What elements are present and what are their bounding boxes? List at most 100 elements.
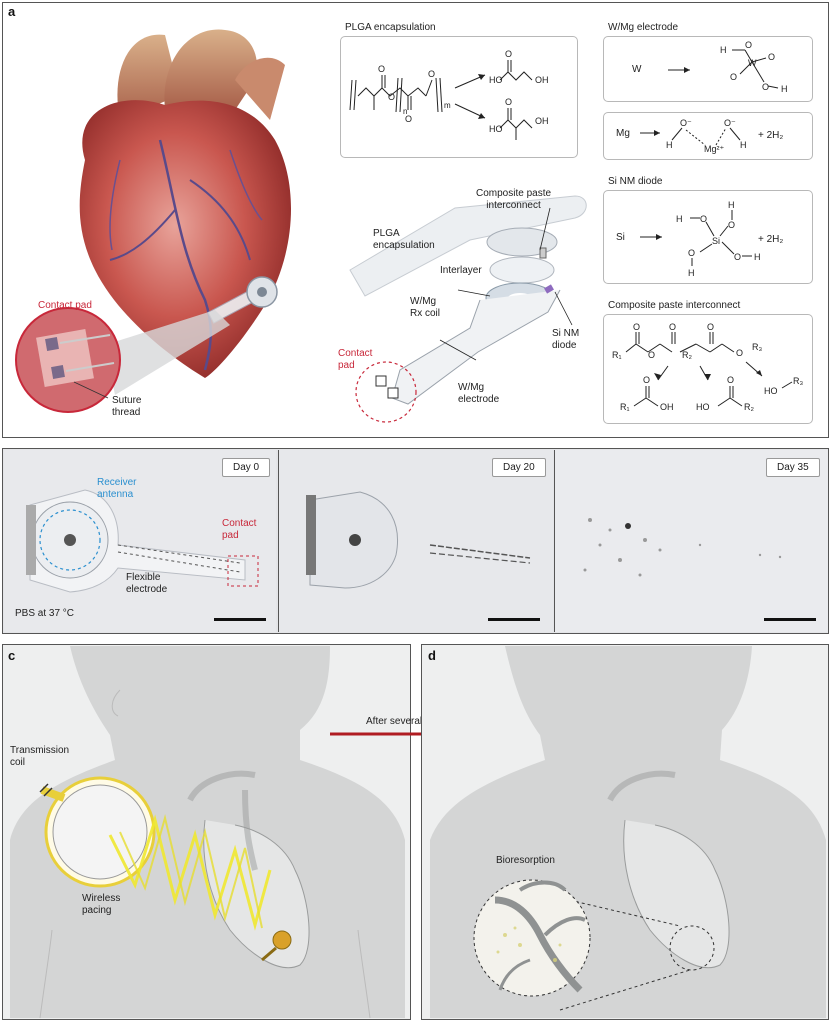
scale-bar-day20	[488, 618, 540, 621]
svg-text:H: H	[754, 252, 761, 262]
contact-pad-label: Contact pad	[38, 300, 92, 311]
interlayer-label: Interlayer	[440, 265, 482, 276]
si-nm-diode-label: Si NM diode	[552, 328, 580, 351]
svg-text:O: O	[688, 248, 695, 258]
plga-subscript-n: n	[403, 107, 408, 116]
svg-text:O: O	[762, 82, 769, 92]
svg-text:R₃: R₃	[752, 342, 762, 352]
scale-bar-day0	[214, 618, 266, 621]
svg-text:O: O	[405, 114, 412, 124]
svg-text:O: O	[745, 40, 752, 50]
pbs-condition-label: PBS at 37 °C	[15, 608, 75, 619]
contact-pad-exploded-label: Contact pad	[338, 348, 373, 371]
day20-badge: Day 20	[492, 458, 546, 477]
svg-text:HO: HO	[489, 124, 503, 134]
composite-reaction-box	[603, 314, 813, 424]
plga-reaction-diagram: O O O O HO OH O HO OH O	[349, 49, 549, 140]
w-reaction-box	[603, 36, 813, 102]
bioresorption-label: Bioresorption	[496, 855, 555, 866]
svg-text:O: O	[378, 64, 385, 74]
svg-text:O: O	[643, 375, 650, 385]
si-symbol: Si	[616, 232, 625, 243]
svg-text:O: O	[734, 252, 741, 262]
svg-text:HO: HO	[764, 386, 778, 396]
plga-reaction-box	[340, 36, 578, 158]
svg-text:O: O	[428, 69, 435, 79]
svg-text:OH: OH	[535, 75, 549, 85]
scale-bar-day35	[764, 618, 816, 621]
si-reaction-box	[603, 190, 813, 284]
svg-text:O: O	[768, 52, 775, 62]
svg-text:O: O	[728, 220, 735, 230]
svg-text:O: O	[505, 49, 512, 59]
mg-reaction-box	[603, 112, 813, 160]
svg-text:H: H	[728, 200, 735, 210]
plga-encapsulation-label: PLGA encapsulation	[373, 228, 435, 251]
day0-badge: Day 0	[222, 458, 271, 477]
panel-a-label: a	[8, 4, 16, 19]
suture-thread-label: Suture thread	[112, 395, 142, 418]
exploded-device-view	[349, 195, 587, 423]
svg-text:O: O	[648, 350, 655, 360]
svg-text:HO: HO	[696, 402, 710, 412]
svg-text:W: W	[748, 58, 757, 68]
svg-text:H: H	[781, 84, 788, 94]
plga-subscript-m: m	[444, 101, 451, 110]
svg-text:H: H	[688, 268, 695, 278]
heart-illustration	[15, 29, 292, 413]
svg-text:O: O	[388, 92, 395, 102]
composite-reaction-diagram: R₁ O O O R₂ O O R₃ R₁ O OH HO O R₂ HO R₃	[612, 322, 803, 412]
w-reaction-diagram: H O W O O O H	[668, 40, 788, 94]
svg-text:H: H	[676, 214, 683, 224]
wmg-electrode-label: W/Mg electrode	[458, 382, 500, 405]
svg-text:R₂: R₂	[682, 350, 692, 360]
wmg-rx-coil-label: W/Mg Rx coil	[410, 296, 441, 319]
receiver-antenna-label: Receiver antenna	[97, 477, 137, 500]
composite-title: Composite paste interconnect	[608, 300, 741, 311]
wireless-pacing-label: Wireless pacing	[82, 893, 121, 916]
day35-badge: Day 35	[766, 458, 820, 477]
svg-text:R₁: R₁	[612, 350, 622, 360]
svg-text:HO: HO	[489, 75, 503, 85]
composite-paste-label: Composite paste interconnect	[476, 188, 552, 211]
si-diode-title: Si NM diode	[608, 176, 663, 187]
svg-text:H: H	[740, 140, 747, 150]
svg-text:O: O	[669, 322, 676, 332]
svg-text:O: O	[707, 322, 714, 332]
panel-d-label: d	[428, 648, 436, 663]
svg-text:O: O	[736, 348, 743, 358]
svg-text:O: O	[505, 97, 512, 107]
transmission-coil-label: Transmission coil	[10, 745, 70, 768]
after-several-weeks-label: After several weeks	[366, 716, 454, 727]
day35-photo	[554, 450, 828, 632]
svg-text:O: O	[700, 214, 707, 224]
svg-text:O⁻: O⁻	[680, 118, 692, 128]
mg-reaction-diagram: H O⁻ Mg²⁺ O⁻ H	[640, 118, 747, 154]
svg-text:O: O	[727, 375, 734, 385]
svg-text:O⁻: O⁻	[724, 118, 736, 128]
svg-text:R₃: R₃	[793, 376, 803, 386]
svg-text:H: H	[720, 45, 727, 55]
svg-text:O: O	[633, 322, 640, 332]
flexible-electrode-label: Flexible electrode	[126, 572, 168, 595]
si-product: + 2H₂	[758, 234, 784, 245]
svg-text:Mg²⁺: Mg²⁺	[704, 144, 724, 154]
panel-c-label: c	[8, 648, 16, 663]
mg-symbol: Mg	[616, 128, 630, 139]
svg-text:R₁: R₁	[620, 402, 630, 412]
plga-encapsulation-title: PLGA encapsulation	[345, 22, 436, 33]
w-symbol: W	[632, 64, 642, 75]
mg-product: + 2H₂	[758, 130, 784, 141]
svg-text:O: O	[730, 72, 737, 82]
svg-text:R₂: R₂	[744, 402, 754, 412]
wmg-electrode-title: W/Mg electrode	[608, 22, 679, 33]
svg-text:OH: OH	[660, 402, 674, 412]
si-reaction-diagram: H O H O Si O H O H	[640, 200, 761, 278]
svg-text:OH: OH	[535, 116, 549, 126]
contact-pad-b-label: Contact pad	[222, 518, 257, 541]
svg-text:H: H	[666, 140, 673, 150]
svg-text:Si: Si	[712, 236, 720, 246]
